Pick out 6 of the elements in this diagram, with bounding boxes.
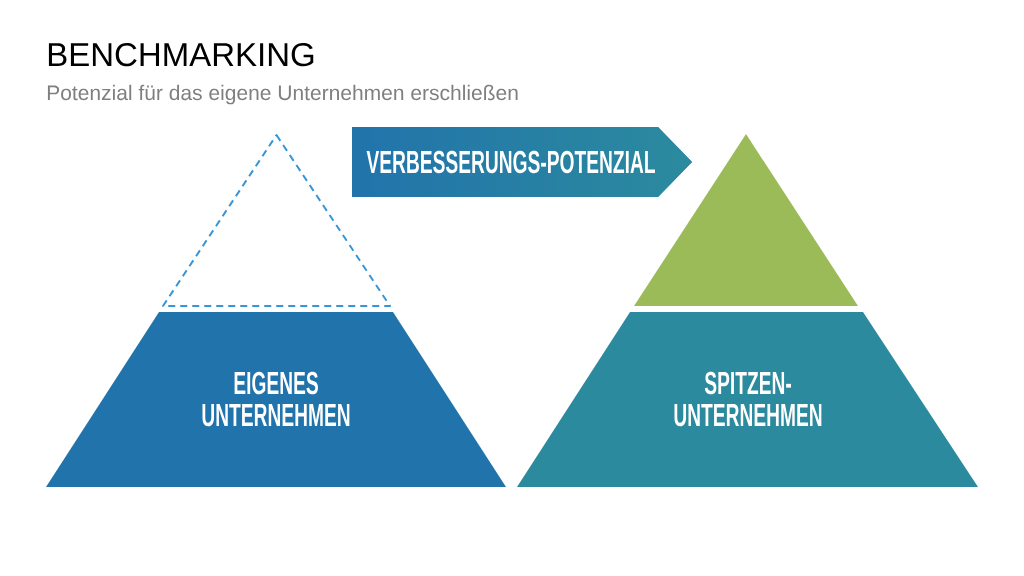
- trapezoid: EIGENES UNTERNEHMEN: [46, 312, 506, 487]
- subtitle: Potenzial für das eigene Unternehmen erschließen: [47, 84, 518, 105]
- arrow-banner: VERBESSERUNGS-POTENZIAL: [352, 127, 692, 197]
- trapezoid: SPITZEN- UNTERNEHMEN: [517, 312, 978, 487]
- node-label: VERBESSERUNGS-POTENZIAL: [366, 150, 655, 174]
- title: BENCHMARKING: [48, 42, 314, 67]
